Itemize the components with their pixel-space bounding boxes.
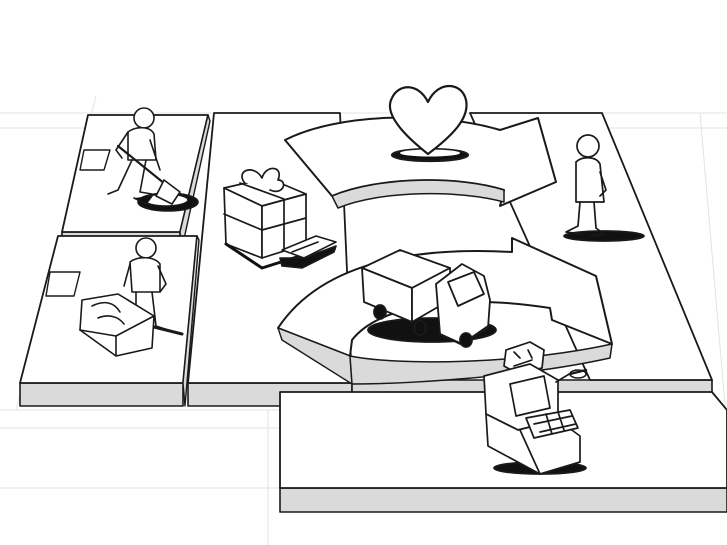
heart-icon — [388, 85, 470, 163]
sawing-man-icon — [79, 237, 184, 357]
gift-box-icon — [223, 167, 307, 270]
digging-man-icon — [107, 107, 199, 212]
cash-register-icon — [483, 341, 587, 475]
delivery-truck-icon — [361, 249, 497, 348]
standing-person-icon — [563, 134, 645, 242]
coin-icon — [568, 368, 588, 379]
laptop-icon — [279, 235, 337, 269]
